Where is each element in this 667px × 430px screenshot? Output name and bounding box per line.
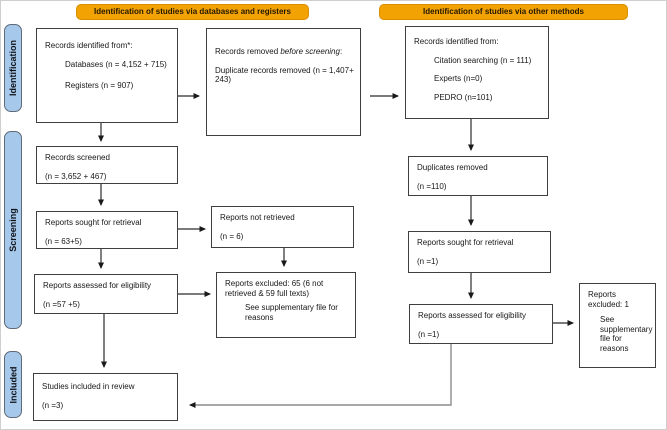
box-count: (n =110) [417, 181, 447, 191]
box-count: (n =57 +5) [43, 299, 80, 309]
header-other-methods: Identification of studies via other meth… [379, 4, 628, 20]
box-item: PEDRO (n=101) [434, 92, 493, 102]
box-reports-assessed-left: Reports assessed for eligibility (n =57 … [34, 274, 178, 314]
box-records-identified-databases: Records identified from*: Databases (n =… [36, 28, 178, 123]
stage-label-screening: Screening [4, 131, 22, 329]
box-reports-not-retrieved: Reports not retrieved (n = 6) [211, 206, 354, 248]
box-item: Citation searching (n = 111) [434, 55, 532, 65]
header-databases-registers-label: Identification of studies via databases … [94, 7, 291, 16]
box-title: Reports assessed for eligibility [43, 281, 152, 290]
box-records-removed: Records removed before screening: Duplic… [206, 28, 361, 136]
box-duplicates-removed: Duplicates removed (n =110) [408, 156, 548, 196]
box-title: Records identified from*: [45, 41, 133, 50]
box-title: Records identified from: [414, 37, 499, 46]
box-item: Databases (n = 4,152 + 715) [65, 59, 167, 69]
box-records-screened: Records screened (n = 3,652 + 467) [36, 146, 178, 184]
box-studies-included: Studies included in review (n =3) [33, 373, 178, 421]
box-title: Reports sought for retrieval [417, 238, 514, 247]
box-note: See supplementary file for reasons [245, 303, 338, 322]
stage-label-included: Included [4, 351, 22, 418]
box-reports-sought-left: Reports sought for retrieval (n = 63+5) [36, 211, 178, 249]
box-count: (n = 63+5) [45, 236, 82, 246]
box-title: Reports sought for retrieval [45, 218, 142, 227]
box-title-emphasis: before screening [280, 47, 340, 56]
box-title: Duplicates removed [417, 163, 488, 172]
arrow-assessed-right-to-included [189, 344, 452, 408]
box-reports-sought-right: Reports sought for retrieval (n =1) [408, 231, 551, 273]
box-records-identified-other: Records identified from: Citation search… [405, 26, 549, 119]
box-item: Registers (n = 907) [65, 81, 134, 91]
stage-label-screening-text: Screening [8, 208, 19, 252]
box-count: (n =3) [42, 400, 64, 410]
box-reports-excluded-left: Reports excluded: 65 (6 not retrieved & … [216, 272, 356, 338]
box-item: Experts (n=0) [434, 74, 483, 84]
box-reports-assessed-right: Reports assessed for eligibility (n =1) [409, 304, 553, 344]
box-count: (n =1) [418, 329, 440, 339]
box-title-prefix: Records removed [215, 47, 281, 56]
box-title: Reports assessed for eligibility [418, 311, 527, 320]
box-title: Records removed before screening: [215, 47, 356, 57]
box-title: Reports not retrieved [220, 213, 295, 222]
header-other-methods-label: Identification of studies via other meth… [423, 7, 584, 16]
box-count: (n =1) [417, 256, 439, 266]
stage-label-identification-text: Identification [8, 40, 18, 96]
box-title: Reports excluded: 65 (6 not retrieved & … [225, 279, 324, 298]
box-detail: Duplicate records removed (n = 1,407+ 24… [215, 65, 354, 85]
header-databases-registers: Identification of studies via databases … [76, 4, 309, 20]
box-count: (n = 3,652 + 467) [45, 171, 107, 181]
box-title: Records screened [45, 153, 110, 162]
stage-label-identification: Identification [4, 24, 22, 112]
box-reports-excluded-right: Reports excluded: 1 See supplementary fi… [579, 283, 656, 368]
box-title: Studies included in review [42, 382, 135, 391]
box-title: Reports excluded: 1 [588, 290, 629, 309]
box-title-suffix: : [339, 47, 343, 56]
box-count: (n = 6) [220, 231, 244, 241]
stage-label-included-text: Included [8, 365, 19, 404]
box-note: See supplementary file for reasons [600, 315, 653, 353]
